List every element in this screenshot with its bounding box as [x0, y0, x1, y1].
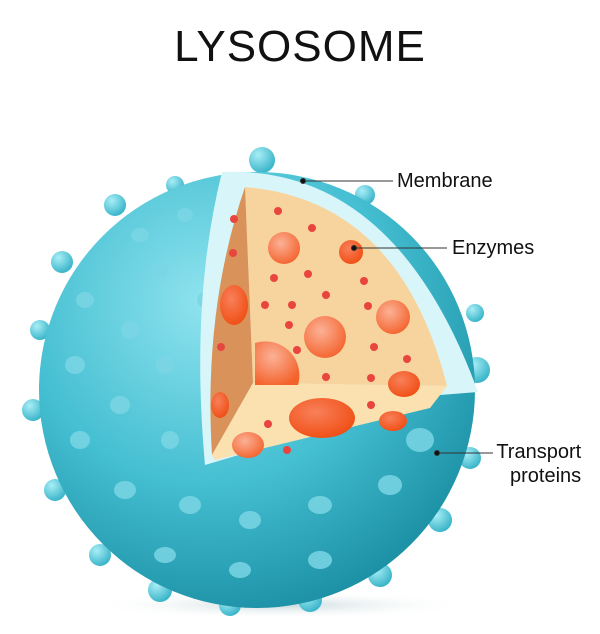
label-transport-line2: proteins [510, 465, 582, 487]
label-transport-line1: Transport [496, 441, 582, 463]
enzyme-dots [217, 207, 411, 454]
diagram-title: LYSOSOME [174, 22, 426, 71]
leader-lines [300, 178, 493, 456]
enzymes-large [211, 232, 420, 458]
interior-back-face [245, 187, 447, 386]
surface-bumps [65, 208, 434, 578]
label-enzymes: Enzymes [452, 237, 535, 259]
label-transport-proteins: Transport proteins [496, 440, 581, 488]
label-membrane: Membrane [397, 170, 493, 192]
